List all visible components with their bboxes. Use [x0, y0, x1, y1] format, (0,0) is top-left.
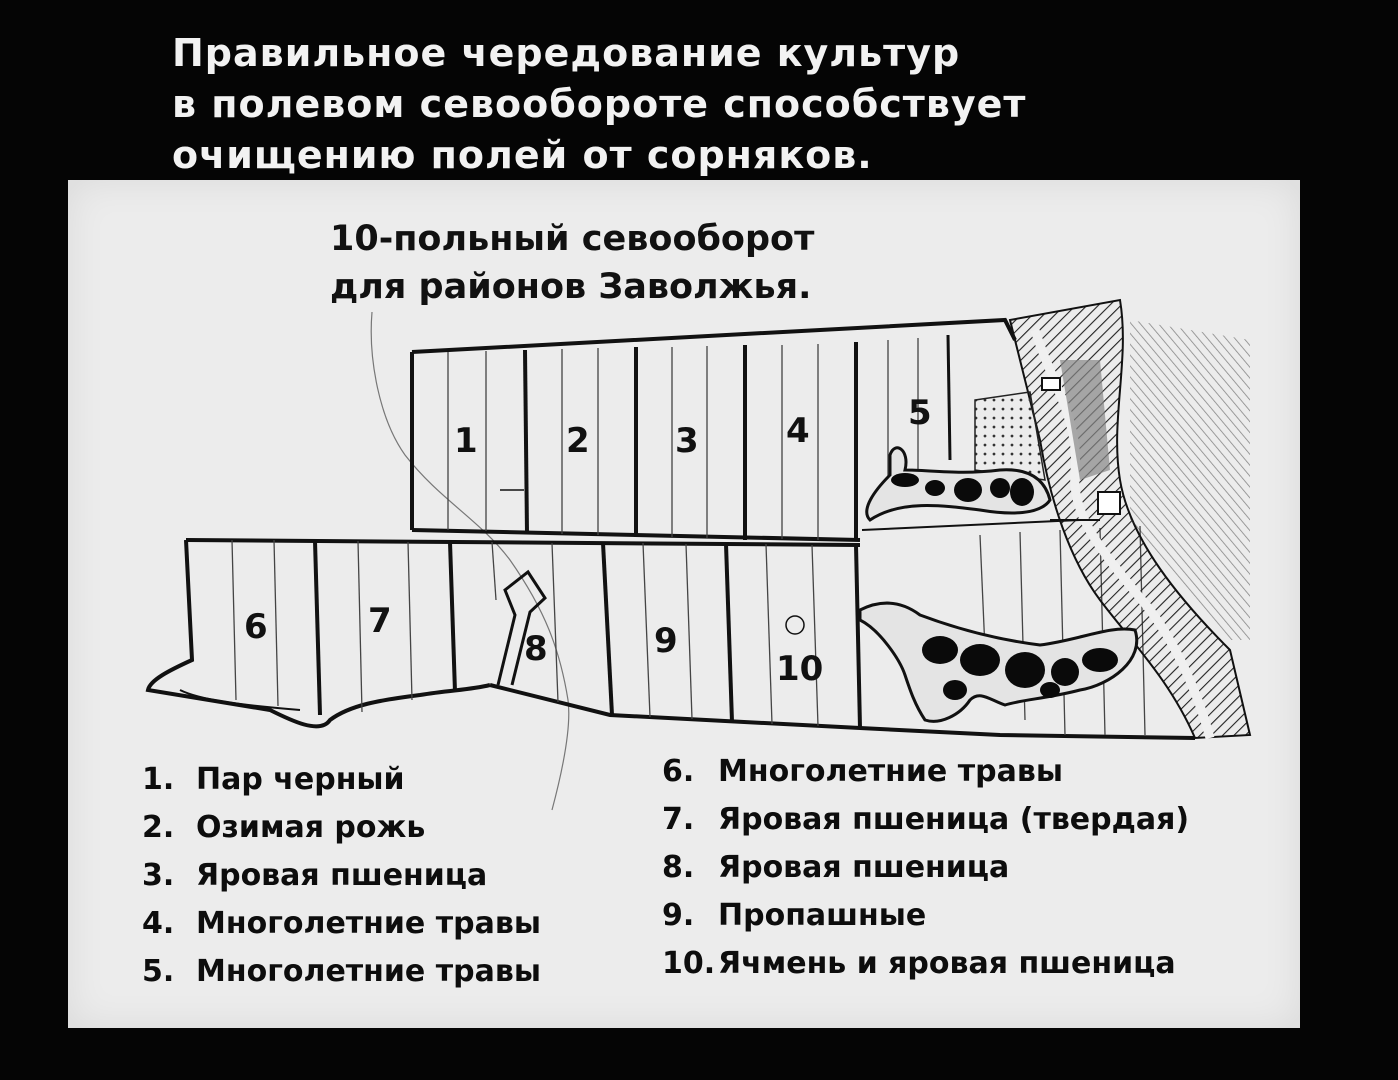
field-number-9: 9: [654, 621, 678, 661]
field-number-6: 6: [244, 607, 268, 647]
field-number-2: 2: [566, 421, 590, 461]
legend-item-number: 10.: [662, 946, 716, 981]
legend-item-label: Пар черный: [196, 762, 405, 797]
field-number-labels: 1 2 3 4 5 6 7 8 9 10: [244, 393, 932, 689]
legend-item-number: 2.: [142, 810, 175, 845]
legend-item-number: 3.: [142, 858, 175, 893]
upper-fields: [410, 317, 1017, 542]
diagram-title-line-1: 10-польный севооборот: [330, 219, 815, 259]
caption-line-3: очищению полей от сорняков.: [172, 133, 873, 177]
field-number-8: 8: [524, 629, 548, 669]
legend-item: 7. Яровая пшеница (твердая): [662, 796, 1189, 844]
legend-item: 5. Многолетние травы: [142, 948, 541, 996]
legend-item: 6. Многолетние травы: [662, 748, 1189, 796]
pencil-line: [370, 311, 570, 811]
diagram-title: 10-польный севооборот для районов Заволж…: [330, 215, 814, 311]
legend-item-label: Яровая пшеница (твердая): [718, 802, 1190, 837]
field-number-7: 7: [368, 601, 392, 641]
legend-item-number: 9.: [662, 898, 695, 933]
field-number-3: 3: [675, 421, 699, 461]
field-number-4: 4: [786, 411, 810, 451]
legend-item-number: 1.: [142, 762, 175, 797]
legend-item: 8. Яровая пшеница: [662, 844, 1189, 892]
river-and-forest: [858, 298, 1252, 740]
legend-item-label: Многолетние травы: [718, 754, 1063, 789]
field-number-10: 10: [776, 649, 823, 689]
legend-item-number: 8.: [662, 850, 695, 885]
legend-item: 2. Озимая рожь: [142, 804, 541, 852]
legend-right: 6. Многолетние травы 7. Яровая пшеница (тв…: [662, 748, 1189, 988]
legend-item-label: Ячмень и яровая пшеница: [718, 946, 1176, 981]
legend-item-number: 7.: [662, 802, 695, 837]
caption-line-2: в полевом севообороте способствует: [172, 82, 1027, 126]
legend-item: 9. Пропашные: [662, 892, 1189, 940]
legend-item: 10.Ячмень и яровая пшеница: [662, 940, 1189, 988]
legend-item-number: 6.: [662, 754, 695, 789]
legend-item-label: Яровая пшеница: [718, 850, 1010, 885]
field-number-1: 1: [454, 421, 478, 461]
legend-item-label: Многолетние травы: [196, 906, 541, 941]
legend-item-number: 5.: [142, 954, 175, 989]
legend-item-label: Пропашные: [718, 898, 927, 933]
legend-item: 1. Пар черный: [142, 756, 541, 804]
legend-item: 4. Многолетние травы: [142, 900, 541, 948]
diagram-title-line-2: для районов Заволжья.: [330, 267, 812, 307]
legend-item: 3. Яровая пшеница: [142, 852, 541, 900]
field-number-5: 5: [908, 393, 932, 433]
legend-item-label: Озимая рожь: [196, 810, 426, 845]
legend-item-label: Яровая пшеница: [196, 858, 488, 893]
caption-line-1: Правильное чередование культур: [172, 31, 961, 75]
slide-caption: Правильное чередование культур в полевом…: [172, 28, 1172, 181]
legend-left: 1. Пар черный 2. Озимая рожь 3. Яровая пшен…: [142, 756, 541, 996]
legend-item-label: Многолетние травы: [196, 954, 541, 989]
legend-item-number: 4.: [142, 906, 175, 941]
